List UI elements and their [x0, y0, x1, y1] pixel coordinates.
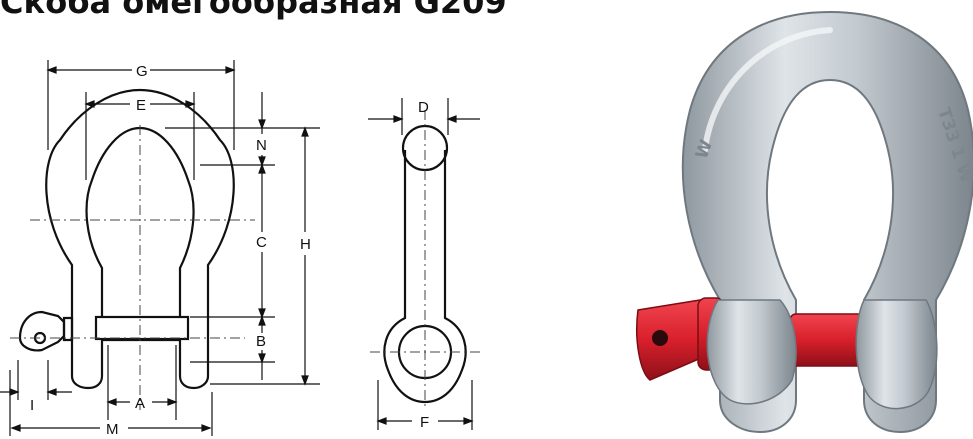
- dim-label-h: H: [300, 236, 311, 253]
- pin-eye: [18, 310, 66, 352]
- front-view-drawing: [18, 88, 235, 390]
- dim-label-c: C: [256, 234, 267, 251]
- front-view-centerlines: [10, 125, 255, 410]
- pin-collar: [62, 316, 74, 342]
- pin-body: [94, 315, 190, 341]
- side-view-dimensions: [368, 98, 480, 430]
- photo-eye-left: [706, 299, 797, 405]
- dim-label-n: N: [256, 137, 267, 154]
- dim-label-d: D: [418, 99, 429, 116]
- photo-bow-highlight: [702, 27, 833, 153]
- photo-eye-right: [855, 299, 938, 410]
- pin-head-red: [635, 299, 709, 381]
- dim-label-m: M: [106, 421, 119, 438]
- photo-pin: [635, 297, 871, 381]
- front-view-dimensions: [0, 60, 320, 436]
- dim-label-g: G: [136, 63, 148, 80]
- side-view-centerlines: [370, 110, 480, 410]
- side-body-outline: [383, 150, 467, 404]
- pin-head-hole-icon: [652, 330, 668, 346]
- shackle-photo: T33 1 W W: [635, 10, 973, 434]
- page-title: Скоба омегообразная G209: [0, 0, 507, 21]
- bow-outer-outline: [45, 88, 235, 390]
- dim-label-f: F: [420, 414, 429, 431]
- dim-label-i: I: [30, 397, 34, 414]
- dim-label-b: B: [256, 333, 266, 350]
- dim-label-a: A: [135, 395, 145, 412]
- dim-label-e: E: [136, 97, 146, 114]
- dimension-labels: G E N C H B A I M D F: [30, 63, 429, 438]
